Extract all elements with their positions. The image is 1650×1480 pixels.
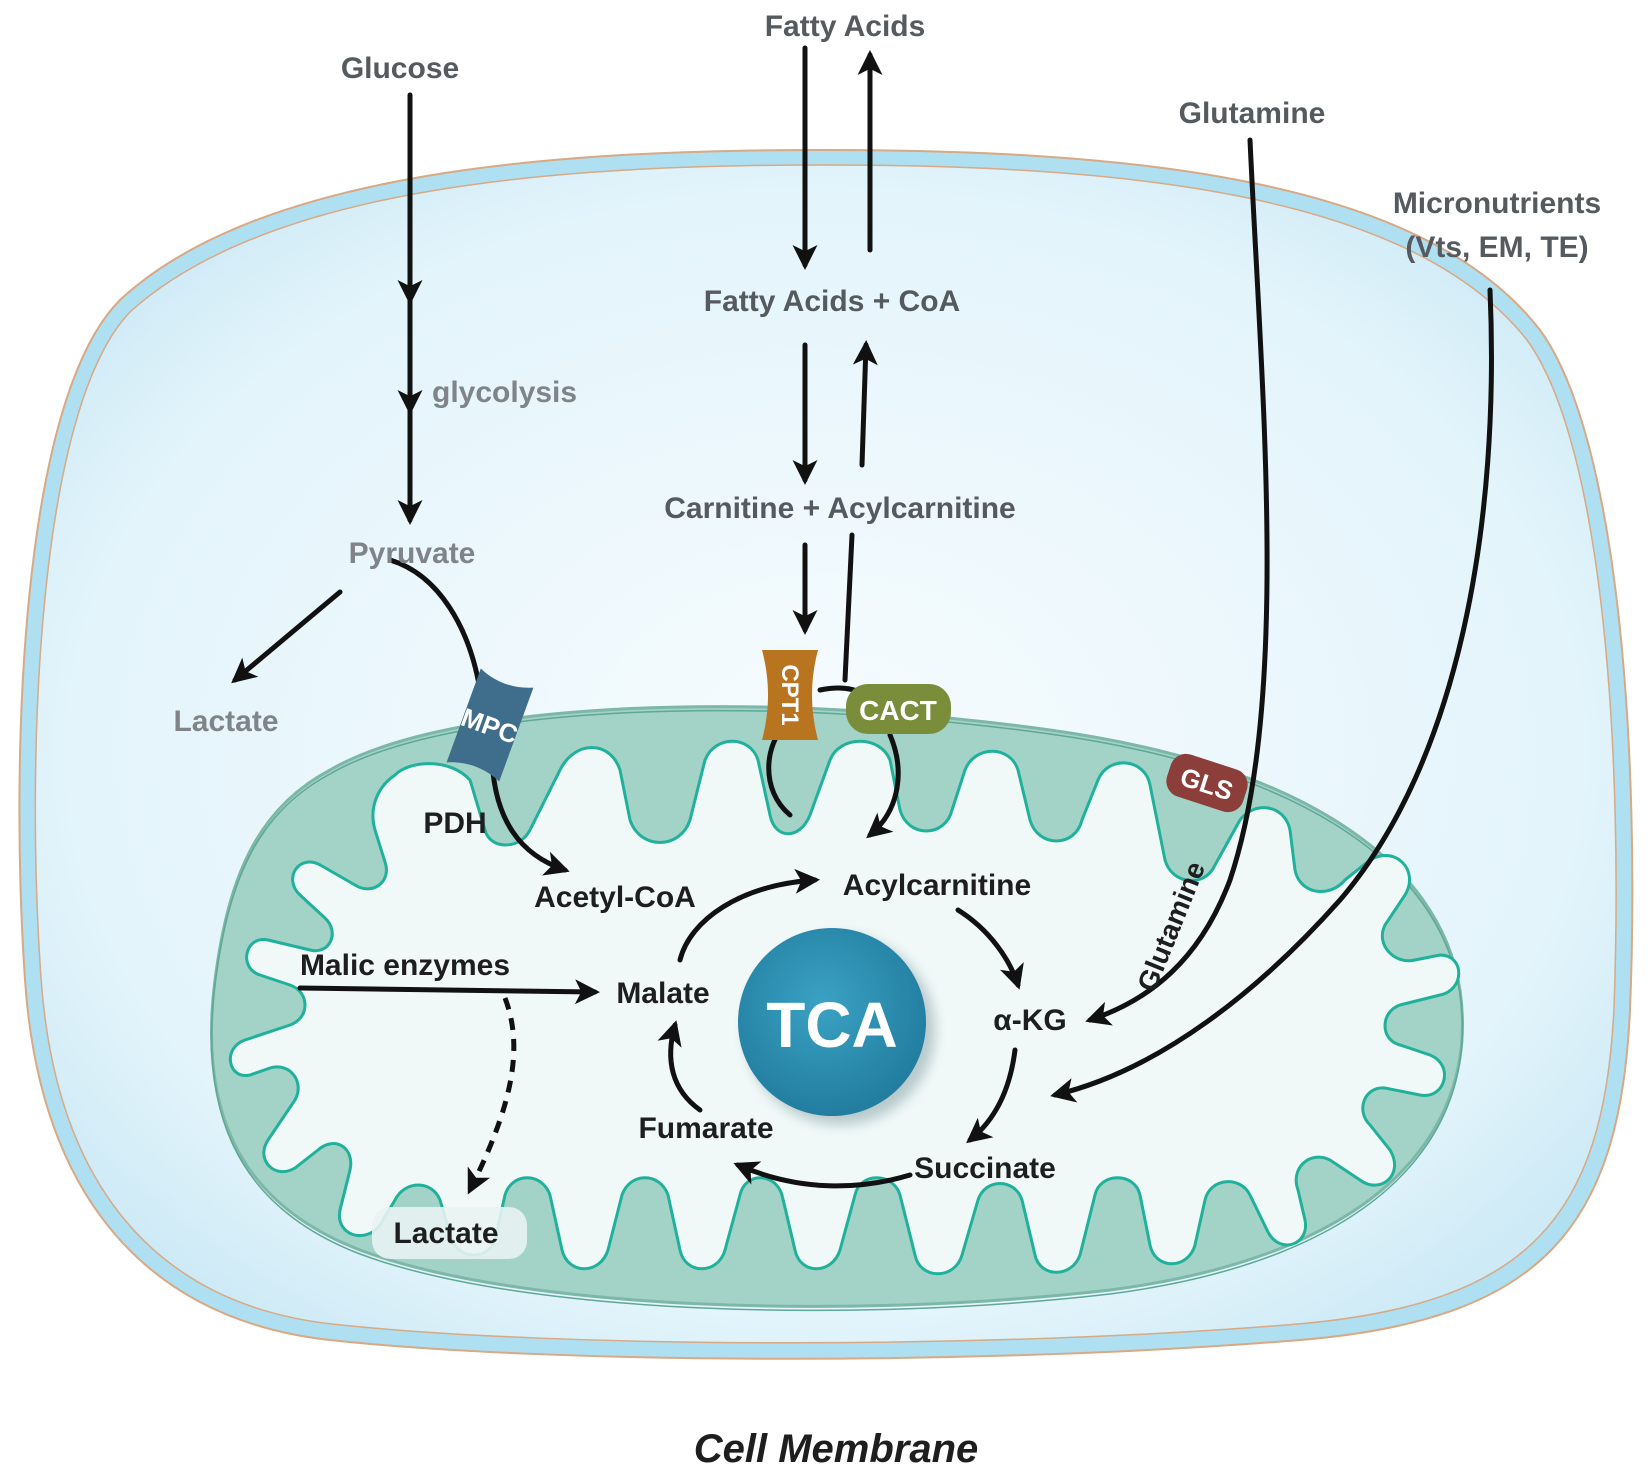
glycolysis-label: glycolysis bbox=[432, 376, 577, 409]
glutamine-outer-label: Glutamine bbox=[1179, 97, 1326, 130]
alpha-kg-label: α-KG bbox=[993, 1004, 1066, 1037]
cell-membrane-label: Cell Membrane bbox=[694, 1427, 979, 1471]
malic-enzymes-label: Malic enzymes bbox=[300, 949, 510, 982]
glycolysis-pathway bbox=[231, 92, 570, 876]
tca-cycle-arrows bbox=[297, 868, 1024, 1195]
fatty-acid-pathway bbox=[766, 45, 901, 839]
malate-label: Malate bbox=[616, 977, 709, 1010]
acetyl-coa-label: Acetyl-CoA bbox=[534, 881, 696, 914]
micronutrients-label: Micronutrients bbox=[1393, 187, 1601, 220]
mpc-transporter: MPC bbox=[446, 668, 534, 782]
acylcarnitine-label: Acylcarnitine bbox=[843, 869, 1031, 902]
gls-transporter: GLS bbox=[1166, 753, 1248, 813]
succinate-label: Succinate bbox=[914, 1152, 1056, 1185]
tca-cycle: TCA bbox=[738, 928, 935, 1125]
carnitine-acylcarnitine-label: Carnitine + Acylcarnitine bbox=[664, 492, 1016, 525]
cpt1-transporter: CPT1 bbox=[762, 650, 818, 740]
fumarate-label: Fumarate bbox=[638, 1112, 773, 1145]
fatty-acids-label: Fatty Acids bbox=[765, 10, 926, 43]
pyruvate-label: Pyruvate bbox=[349, 537, 476, 570]
tca-label: TCA bbox=[766, 989, 898, 1061]
cact-label: CACT bbox=[859, 695, 937, 726]
lactate-mito-label: Lactate bbox=[393, 1217, 498, 1250]
fatty-acids-coa-label: Fatty Acids + CoA bbox=[704, 285, 960, 318]
lactate-mito-highlight bbox=[372, 1207, 527, 1259]
glucose-label: Glucose bbox=[341, 52, 459, 85]
lactate-cyto-label: Lactate bbox=[173, 705, 278, 738]
pdh-label: PDH bbox=[423, 807, 486, 840]
cpt1-label: CPT1 bbox=[776, 664, 803, 725]
cact-transporter: CACT bbox=[846, 684, 951, 734]
glutamine-pathway bbox=[1050, 137, 1494, 1103]
micronutrients-sub-label: (Vts, EM, TE) bbox=[1405, 231, 1588, 264]
